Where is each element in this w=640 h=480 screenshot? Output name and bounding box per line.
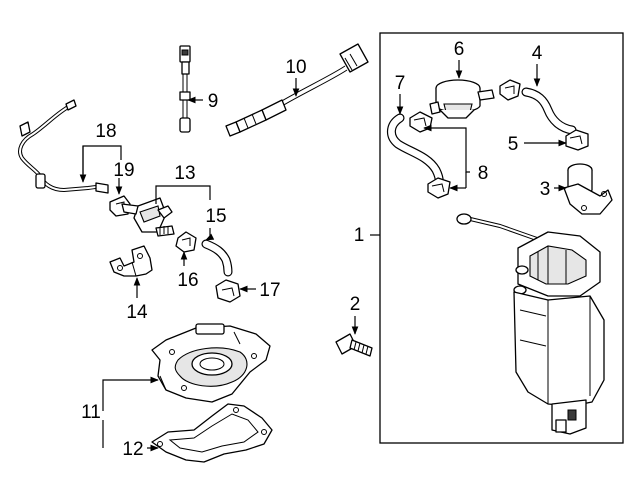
callout-3: 3: [540, 179, 551, 200]
callout-19: 19: [113, 160, 134, 181]
part-9-sensor-connector[interactable]: [179, 45, 191, 133]
callout-14: 14: [126, 302, 148, 323]
callout-9: 9: [208, 91, 219, 112]
callout-5: 5: [508, 134, 519, 155]
callout-17: 17: [259, 280, 280, 301]
part-15-hose[interactable]: [201, 239, 233, 277]
part-6-vent-valve[interactable]: [429, 79, 495, 119]
canister-assembly-box: [379, 32, 624, 444]
part-17-clamp[interactable]: [215, 279, 241, 303]
callout-10: 10: [285, 57, 306, 78]
part-11-control-module[interactable]: [151, 323, 271, 403]
part-4-hose[interactable]: [521, 87, 577, 135]
callout-4: 4: [532, 43, 543, 64]
callout-6: 6: [454, 39, 465, 60]
leader-lines: [79, 60, 567, 452]
part-16-clamp[interactable]: [175, 231, 197, 253]
callout-15: 15: [205, 206, 226, 227]
callout-16: 16: [177, 270, 198, 291]
callout-18: 18: [95, 121, 116, 142]
callout-8: 8: [478, 163, 489, 184]
callout-7: 7: [395, 73, 406, 94]
callout-11: 11: [81, 402, 101, 423]
part-13-purge-valve[interactable]: [121, 197, 175, 237]
part-12-gasket[interactable]: [151, 403, 273, 463]
callout-2: 2: [350, 294, 361, 315]
callout-13: 13: [174, 163, 195, 184]
part-8-clamp-lower[interactable]: [427, 177, 451, 199]
part-8-clamp-upper[interactable]: [409, 111, 433, 133]
part-3-filter[interactable]: [563, 163, 613, 215]
callout-12: 12: [122, 439, 143, 460]
hose-clip-upper[interactable]: [499, 79, 521, 101]
part-18-tube-harness[interactable]: [18, 99, 109, 194]
callout-1: 1: [354, 225, 365, 246]
part-2-bolt[interactable]: [335, 333, 373, 357]
part-10-oxygen-sensor[interactable]: [225, 43, 369, 137]
callout-labels: 1 2 3 4 5 6 7 8 9 10 11 12 13 14 15 16 1…: [81, 39, 550, 460]
part-1-charcoal-canister[interactable]: [456, 213, 605, 435]
part-14-bracket[interactable]: [109, 245, 153, 277]
